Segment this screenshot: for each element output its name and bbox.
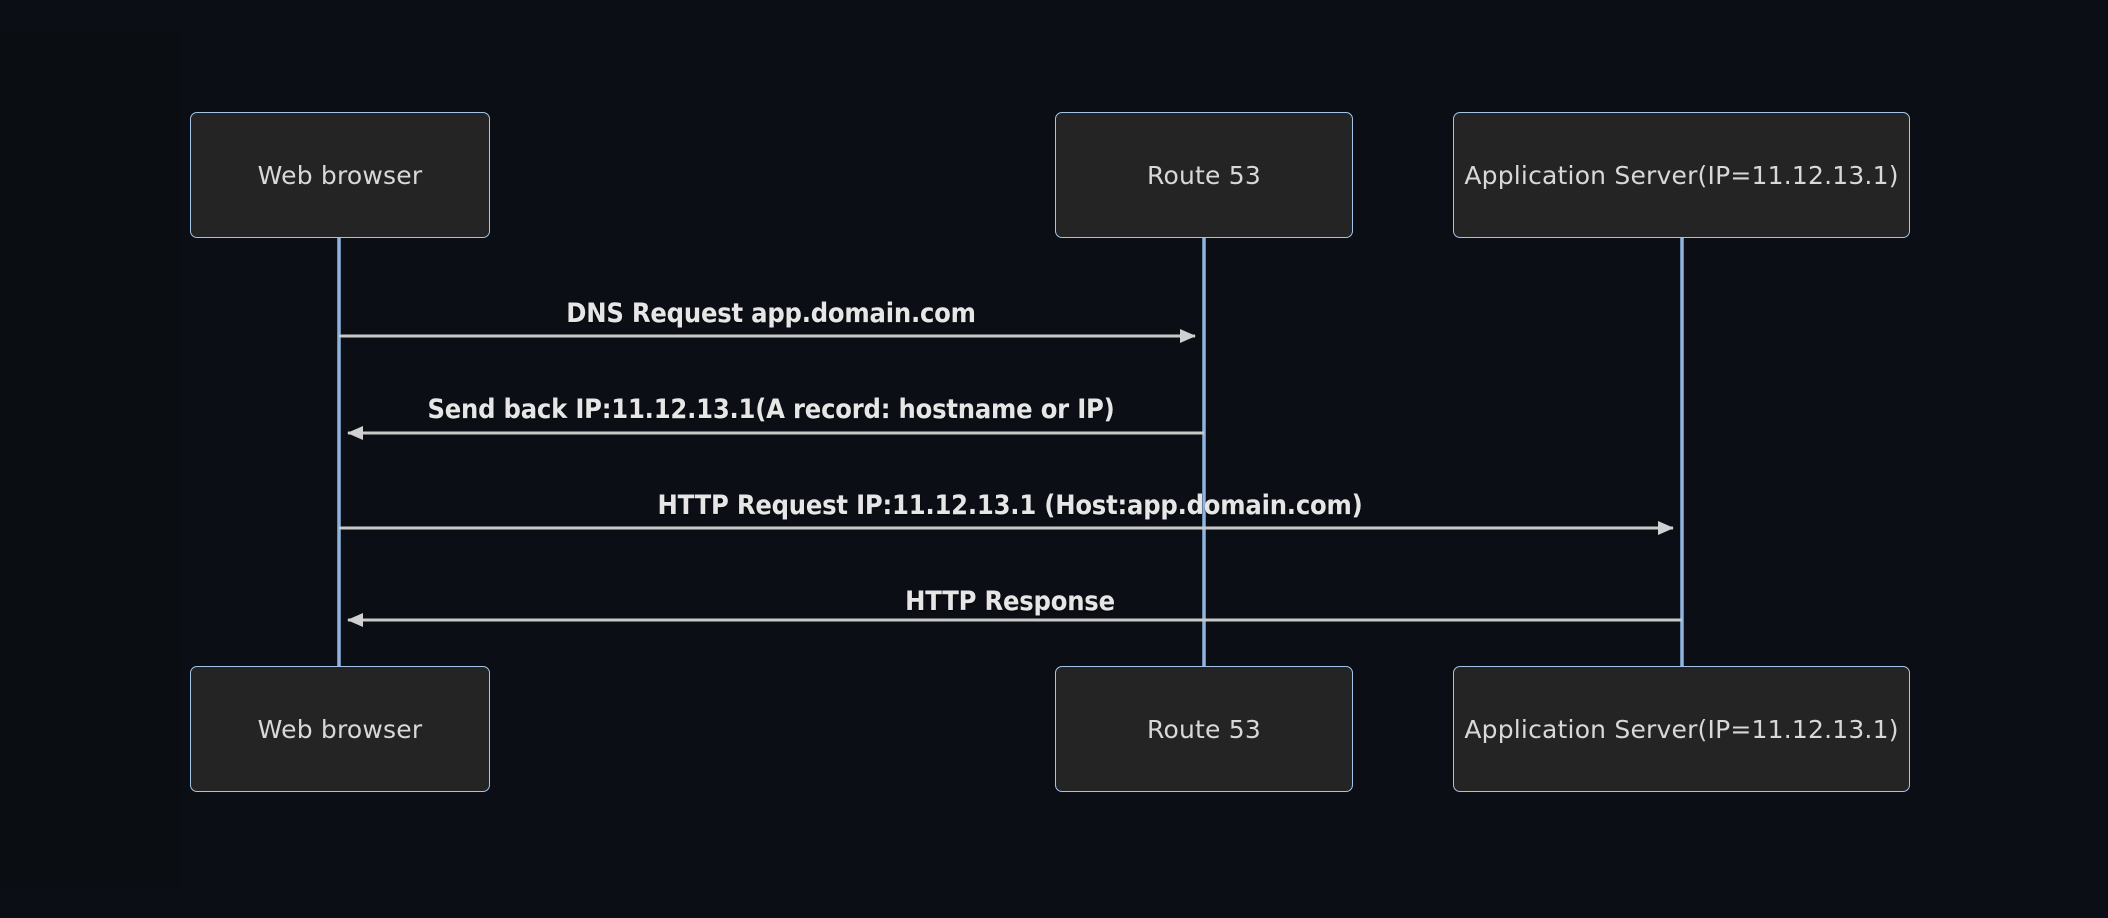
participant-box-application-server-footer[interactable]: Application Server(IP=11.12.13.1) [1453, 666, 1910, 792]
message-label-2: Send back IP:11.12.13.1(A record: hostna… [427, 394, 1115, 425]
participant-label-route-53: Route 53 [1147, 714, 1261, 744]
lifelines-group [337, 238, 1684, 666]
message-label-4: HTTP Response [905, 586, 1115, 617]
participant-box-web-browser-header[interactable]: Web browser [190, 112, 490, 238]
message-label-3: HTTP Request IP:11.12.13.1 (Host:app.dom… [657, 490, 1363, 521]
message-label-1: DNS Request app.domain.com [566, 298, 976, 329]
participant-label-application-server: Application Server(IP=11.12.13.1) [1464, 160, 1899, 190]
participant-label-web-browser: Web browser [257, 714, 423, 744]
participant-label-route-53: Route 53 [1147, 160, 1261, 190]
messages-group [339, 329, 1682, 627]
participant-box-web-browser-footer[interactable]: Web browser [190, 666, 490, 792]
participant-box-application-server-header[interactable]: Application Server(IP=11.12.13.1) [1453, 112, 1910, 238]
participant-label-web-browser: Web browser [257, 160, 423, 190]
participant-box-route-53-header[interactable]: Route 53 [1055, 112, 1353, 238]
participant-label-application-server: Application Server(IP=11.12.13.1) [1464, 714, 1899, 744]
participant-box-route-53-footer[interactable]: Route 53 [1055, 666, 1353, 792]
